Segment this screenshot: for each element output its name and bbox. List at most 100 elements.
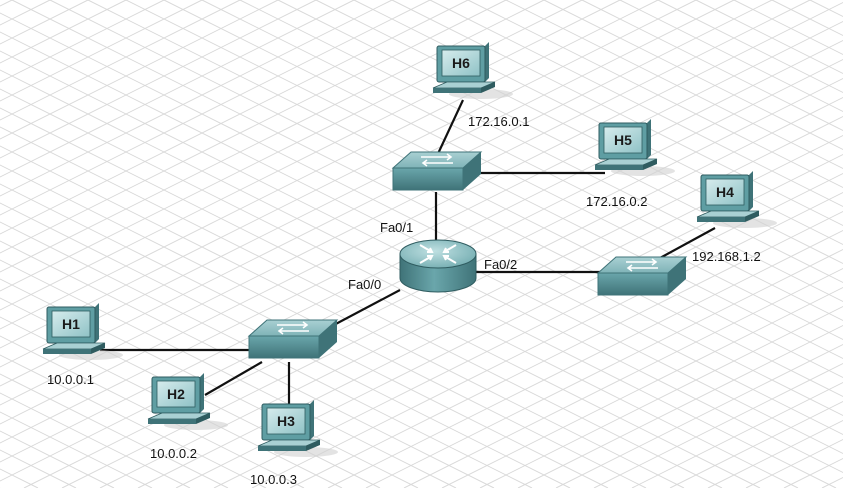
grid-line: [391, 0, 843, 227]
link-h6-switch-top: [435, 99, 464, 159]
grid-line: [581, 0, 843, 132]
grid-line: [0, 354, 267, 488]
grid-line: [0, 221, 533, 488]
grid-line: [0, 449, 77, 488]
switch-left[interactable]: [247, 319, 339, 359]
grid-line: [0, 278, 419, 488]
grid-line: [175, 153, 843, 488]
grid-line: [669, 400, 843, 488]
grid-line: [251, 191, 843, 488]
grid-line: [213, 172, 843, 488]
grid-line: [783, 457, 843, 488]
grid-line: [467, 0, 843, 189]
host-ip-label: 10.0.0.2: [150, 446, 197, 461]
grid-line: [315, 0, 843, 265]
grid-line: [0, 0, 773, 387]
grid-line: [479, 305, 843, 488]
host-h3[interactable]: H3: [257, 400, 338, 457]
grid-line: [0, 88, 799, 488]
host-ip-label: 10.0.0.1: [47, 372, 94, 387]
host-h1[interactable]: H1: [42, 303, 123, 360]
grid-line: [327, 229, 843, 488]
grid-line: [0, 164, 647, 488]
host-h6[interactable]: H6: [432, 42, 513, 99]
host-h2[interactable]: H2: [147, 373, 228, 430]
grid-line: [137, 134, 843, 488]
grid-line: [0, 0, 431, 216]
host-name-label: H3: [277, 413, 295, 429]
grid-line: [593, 362, 843, 488]
grid-line: [0, 0, 469, 235]
grid-line: [0, 297, 381, 488]
grid-line: [0, 0, 241, 121]
grid-line: [657, 0, 843, 94]
grid-line: [0, 240, 495, 488]
link-switch-right-h4: [659, 227, 716, 259]
grid-line: [0, 0, 165, 83]
computer-icon: [42, 303, 123, 360]
grid-line: [0, 0, 659, 330]
grid-line: [201, 0, 843, 322]
grid-line: [0, 0, 317, 159]
router-arrows-icon: [419, 244, 457, 264]
interface-label-fa0-2: Fa0/2: [484, 257, 517, 272]
grid-line: [517, 324, 843, 488]
grid-line: [0, 183, 609, 488]
grid-line: [631, 381, 843, 488]
grid-line: [0, 0, 279, 140]
host-name-label: H2: [167, 386, 185, 402]
host-name-label: H1: [62, 316, 80, 332]
switch-right[interactable]: [596, 256, 688, 296]
grid-line: [771, 0, 843, 37]
switch-top[interactable]: [391, 151, 483, 191]
grid-line: [0, 126, 723, 488]
interface-label-fa0-0: Fa0/0: [348, 277, 381, 292]
grid-line: [0, 0, 697, 349]
grid-line: [0, 259, 457, 488]
grid-line: [429, 0, 843, 208]
grid-line: [0, 411, 153, 488]
host-name-label: H5: [614, 132, 632, 148]
grid-line: [0, 0, 735, 368]
hosts: H110.0.0.1H210.0.0.2H310.0.0.3H4192.168.…: [42, 42, 777, 487]
grid-line: [0, 0, 507, 254]
host-h5[interactable]: H5: [594, 119, 675, 176]
grid-line: [353, 0, 843, 246]
switch-arrows-icon: [277, 321, 309, 335]
computer-icon: [594, 119, 675, 176]
grid-line: [87, 0, 843, 379]
grid-line: [619, 0, 843, 113]
host-ip-label: 172.16.0.2: [586, 194, 647, 209]
computer-icon: [147, 373, 228, 430]
grid-line: [0, 0, 355, 178]
router[interactable]: [399, 239, 477, 293]
computer-icon: [432, 42, 513, 99]
grid-line: [0, 107, 761, 488]
grid-line: [745, 438, 843, 488]
grid-line: [163, 0, 843, 341]
grid-line: [555, 343, 843, 488]
computer-icon: [696, 171, 777, 228]
host-ip-label: 172.16.0.1: [468, 114, 529, 129]
grid-line: [0, 202, 571, 488]
switch-arrows-icon: [626, 258, 658, 272]
grid-line: [0, 0, 583, 292]
host-name-label: H6: [452, 55, 470, 71]
host-ip-label: 10.0.0.3: [250, 472, 297, 487]
grid-line: [441, 286, 843, 488]
host-h4[interactable]: H4: [696, 171, 777, 228]
link-switch-left-h2: [204, 361, 263, 396]
grid-line: [11, 0, 843, 417]
switch-arrows-icon: [421, 153, 453, 167]
grid-line: [289, 210, 843, 488]
grid-line: [733, 0, 843, 56]
grid-line: [0, 392, 191, 488]
grid-line: [0, 373, 229, 488]
grid-line: [61, 96, 843, 488]
